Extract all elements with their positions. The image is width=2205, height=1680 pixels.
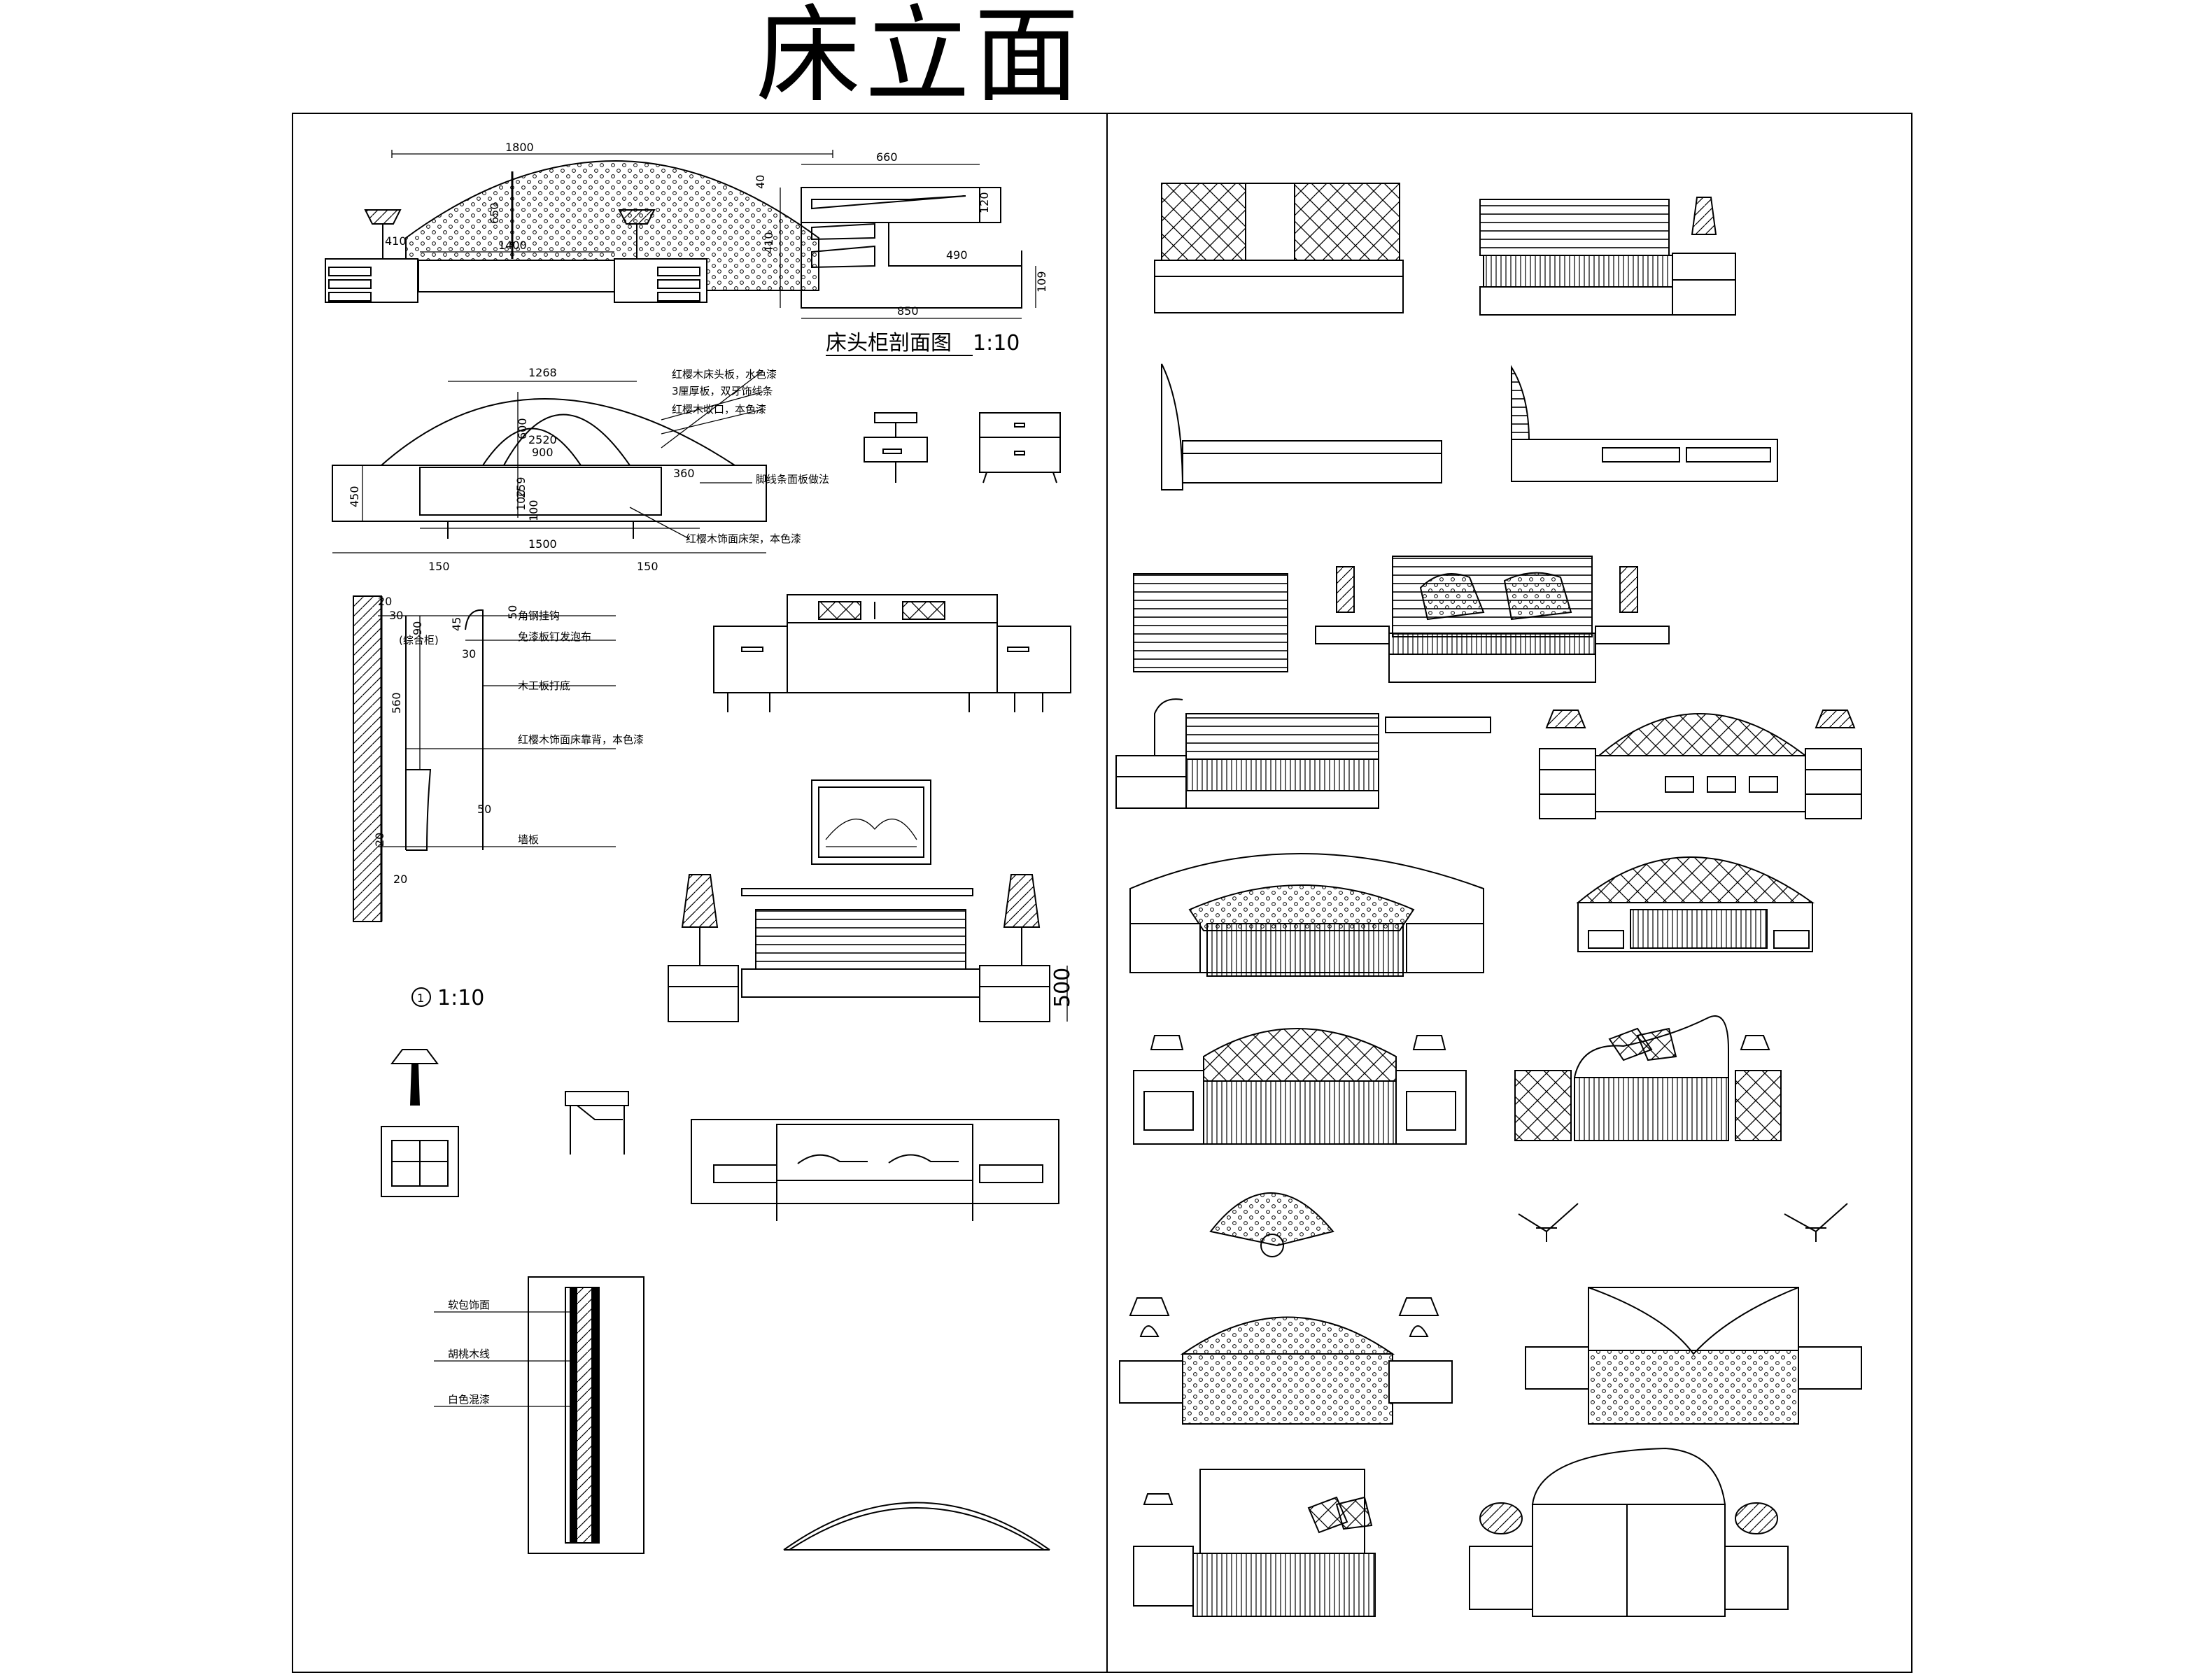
wall-lamp-right: [1784, 1203, 1848, 1242]
note-s-5: 红樱木饰面床靠背，本色漆: [518, 733, 644, 746]
lamp-cabinet: [381, 1049, 459, 1197]
note-s-3: 免漆板钉发泡布: [518, 630, 591, 643]
detail-marker-number: 1: [417, 991, 424, 1005]
note-headboard-1: 红樱木床头板，水色漆: [672, 368, 777, 381]
side-stand-small: [864, 412, 928, 483]
bed-side-curved: [1161, 363, 1442, 490]
note-s-6: 墙板: [518, 833, 539, 846]
dim-450: 450: [348, 486, 361, 507]
dim-500: 500: [1050, 968, 1075, 1008]
dim-s90: 90: [411, 621, 424, 635]
dim-600: 600: [516, 418, 529, 439]
bench-stand: [565, 1091, 629, 1155]
detail-scale: 1:10: [437, 986, 484, 1010]
bed-slatted-lamp: [1479, 197, 1736, 316]
dim-1268: 1268: [528, 366, 557, 379]
dim-109: 109: [1035, 271, 1048, 292]
dim-40: 40: [754, 175, 767, 189]
dim-s50b: 50: [477, 803, 491, 816]
dim-100a: 100: [514, 489, 528, 511]
dim-s30b: 30: [462, 647, 476, 661]
dim-s20a: 20: [378, 595, 392, 608]
dim-s50a: 50: [506, 605, 519, 619]
plan-view-bed: [691, 1119, 1059, 1221]
dim-490: 490: [946, 248, 968, 262]
dim-650: 650: [488, 202, 501, 224]
dim-660: 660: [876, 150, 898, 164]
bed-curved-pillows: [1514, 1015, 1782, 1141]
dim-s20b: 20: [373, 833, 386, 847]
dim-s30a: 30: [389, 609, 403, 622]
sheet-frame: [292, 113, 1912, 1673]
note-p-2: 胡桃木线: [448, 1348, 490, 1360]
bed-arched-lattice-lamps: [1539, 710, 1862, 819]
sheet-title: 床立面: [756, 0, 1084, 117]
dim-900: 900: [532, 446, 554, 459]
cabinet-section: [780, 164, 1036, 319]
note-rail: 脚线条面板做法: [756, 473, 829, 486]
wall-lamp-left: [1518, 1203, 1579, 1242]
bed-slat-desk-lamp: [1115, 698, 1491, 809]
bed-double-pillows: [1315, 556, 1670, 683]
dim-410: 410: [385, 234, 407, 248]
dim-120: 120: [978, 192, 991, 213]
note-p-3: 白色混漆: [448, 1393, 490, 1406]
cabinet-section-caption: 床头柜剖面图 1:10: [826, 331, 1020, 355]
dim-100b: 100: [527, 500, 540, 521]
dim-259: 259: [514, 477, 528, 498]
dim-1400: 1400: [498, 239, 527, 252]
dim-s45: 45: [450, 617, 463, 631]
elevation-4: [668, 874, 1068, 1022]
note-bed-frame: 红樱木饰面床架，本色漆: [686, 532, 801, 545]
dim-150a: 150: [428, 560, 450, 573]
wall-section-detail: [353, 595, 616, 922]
nightstand-small: [979, 412, 1061, 483]
bed-side-slatted: [1511, 365, 1778, 482]
bed-lattice-skirt: [1133, 1028, 1467, 1145]
bed-lattice: [1154, 183, 1404, 313]
bed-wide-quilted: [1129, 853, 1484, 977]
note-s-4: 木工板打底: [518, 679, 570, 692]
bed-arched-drape: [1576, 856, 1815, 952]
detail-marker: [411, 987, 431, 1007]
elevation-1: [325, 150, 833, 303]
note-headboard-2: 3厘厚板，双牙饰线条: [672, 385, 773, 397]
dim-s20c: 20: [393, 873, 407, 886]
dim-410b: 410: [762, 232, 775, 253]
dim-1800: 1800: [505, 141, 534, 154]
dim-150b: 150: [637, 560, 658, 573]
note-p-1: 软包饰面: [448, 1299, 490, 1311]
dim-2520: 2520: [528, 433, 557, 446]
headboard-striped: [1133, 573, 1288, 672]
note-s-1: 角钢挂钩: [518, 609, 560, 622]
dim-s560: 560: [390, 692, 403, 714]
bed-arched-fan-lamps: [1119, 1297, 1453, 1425]
dim-360: 360: [673, 467, 695, 480]
fan-ornament: [1209, 1192, 1334, 1257]
dim-850: 850: [897, 304, 919, 318]
framed-picture: [811, 779, 931, 865]
bed-lamp-pillows: [1133, 1469, 1376, 1617]
bed-canopy-frame: [1525, 1287, 1862, 1425]
dim-1500: 1500: [528, 537, 557, 551]
arch-profile: [783, 1502, 1050, 1551]
note-headboard-3: 红樱木收口，本色漆: [672, 403, 766, 416]
elevation-3: [713, 594, 1071, 712]
note-s-2: (综合柜): [399, 634, 439, 647]
panel-section: [434, 1276, 644, 1554]
bed-round-lamps: [1469, 1447, 1789, 1617]
elevation-2: [332, 370, 767, 553]
